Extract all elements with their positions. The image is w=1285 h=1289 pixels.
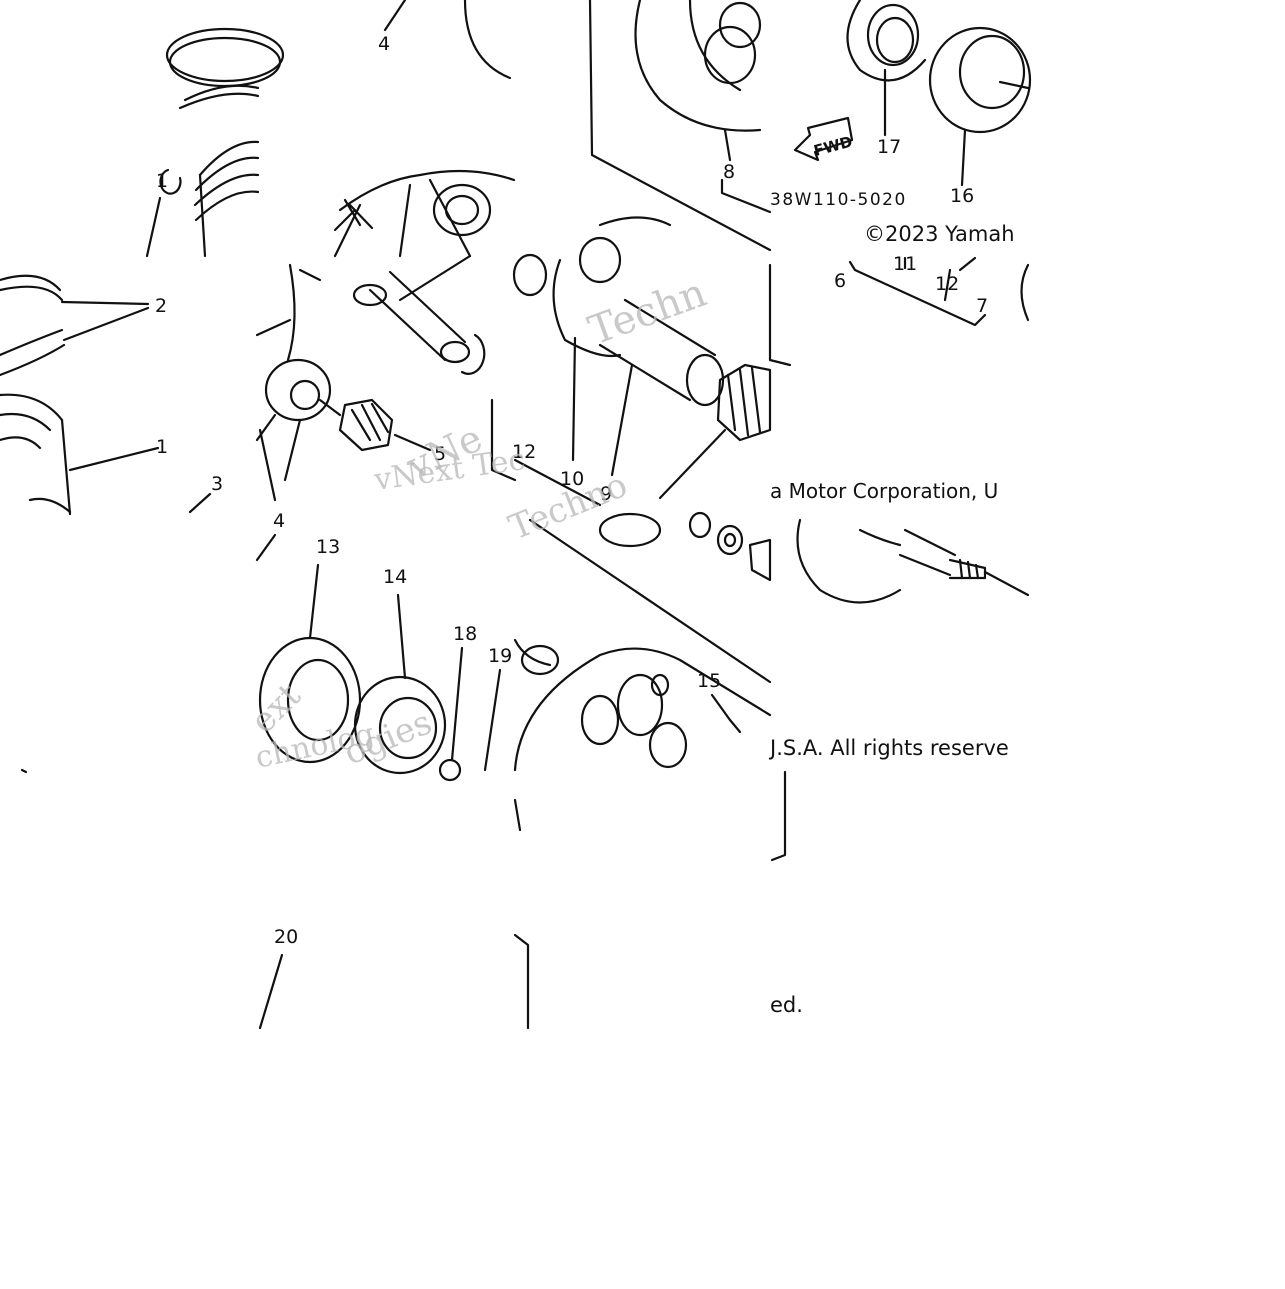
bearing-14 bbox=[353, 593, 447, 775]
oil-seal-17 bbox=[846, 0, 927, 137]
woodruff-key bbox=[710, 693, 742, 734]
bearing-16 bbox=[928, 26, 1032, 187]
needle-bearing-large bbox=[716, 363, 772, 442]
fwd-arrow bbox=[793, 116, 854, 162]
callout-14: 14 bbox=[383, 566, 407, 588]
leader-lower bbox=[513, 770, 787, 1030]
callout-3: 3 bbox=[211, 473, 223, 495]
part-code: 38W110-5020 bbox=[770, 190, 907, 210]
callout-7: 7 bbox=[976, 295, 988, 317]
callout-6: 6 bbox=[834, 270, 846, 292]
callout-1: 1 bbox=[156, 436, 168, 458]
crank-web-right bbox=[588, 0, 772, 252]
leader-4b bbox=[255, 533, 277, 562]
small-washers bbox=[598, 511, 772, 582]
piston-crown bbox=[193, 140, 260, 258]
leader-19 bbox=[483, 668, 502, 772]
watermark-7: ogies bbox=[338, 702, 437, 773]
copyright-line1-b: a Motor Corporation, U bbox=[770, 479, 998, 503]
callout-9: 9 bbox=[600, 483, 612, 505]
fwd-label: FWD bbox=[812, 132, 855, 160]
callout-2: 2 bbox=[155, 295, 167, 317]
piston-ring-upper bbox=[165, 27, 285, 110]
crank-end-shaft bbox=[796, 518, 1030, 604]
callout-10: 10 bbox=[560, 468, 584, 490]
copyright-line1-a: ©2023 Yamah bbox=[864, 222, 1015, 246]
callout-12: 12 bbox=[935, 273, 959, 295]
callout-18: 18 bbox=[453, 623, 477, 645]
copyright-line2: J.S.A. All rights reserve bbox=[768, 736, 1009, 760]
callout-4: 4 bbox=[378, 33, 390, 55]
gudgeon-pin bbox=[352, 254, 472, 364]
callout-8: 8 bbox=[723, 161, 735, 183]
piston bbox=[0, 393, 212, 516]
bearing-13 bbox=[258, 563, 362, 764]
callout-12: 12 bbox=[512, 441, 536, 463]
callout-1: 1 bbox=[156, 170, 168, 192]
crank-web-center bbox=[552, 216, 792, 367]
needle-bearing-small bbox=[318, 398, 432, 452]
copyright-line3: ed. bbox=[770, 993, 803, 1017]
callout-11: 11 bbox=[893, 253, 917, 275]
callout-17: 17 bbox=[877, 136, 901, 158]
piston-rings bbox=[0, 274, 150, 377]
leader-lines-mid bbox=[490, 336, 727, 507]
crank-web-lower bbox=[513, 518, 772, 772]
circlip-right bbox=[460, 333, 486, 375]
shim-18 bbox=[438, 646, 464, 782]
circlip-upper bbox=[145, 168, 182, 258]
crank-web-left bbox=[333, 0, 516, 258]
leader-small-left bbox=[20, 768, 28, 774]
callout-5: 5 bbox=[434, 443, 446, 465]
callout-19: 19 bbox=[488, 645, 512, 667]
callout-13: 13 bbox=[316, 536, 340, 558]
callout-20: 20 bbox=[274, 926, 298, 948]
washer-left bbox=[512, 253, 548, 297]
leader-20 bbox=[258, 953, 284, 1030]
crank-pin bbox=[598, 298, 725, 407]
callout-16: 16 bbox=[950, 185, 974, 207]
leader-lines-right bbox=[848, 256, 1030, 327]
callout-15: 15 bbox=[697, 670, 721, 692]
conrod bbox=[255, 263, 332, 502]
callout-4: 4 bbox=[273, 510, 285, 532]
